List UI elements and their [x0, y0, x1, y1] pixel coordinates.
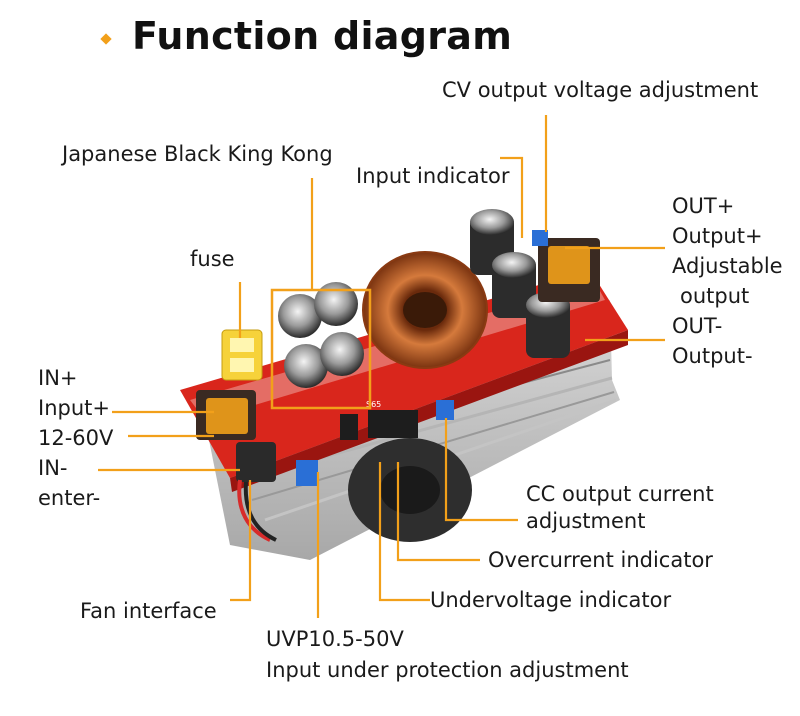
label-cv-adjust: CV output voltage adjustment [442, 78, 759, 102]
label-japanese-bkk: Japanese Black King Kong [62, 142, 333, 166]
label-voltage-range: 12-60V [38, 426, 114, 450]
label-out-plus: OUT+ [672, 194, 735, 218]
label-cc-adjust-1: CC output current [526, 482, 714, 506]
label-output: output [680, 284, 750, 308]
leader-fan [230, 480, 252, 602]
label-overcurrent: Overcurrent indicator [488, 548, 713, 572]
capacitor-group-right [470, 209, 570, 358]
title-group: Function diagram [100, 14, 513, 58]
label-out-minus: OUT- [672, 314, 723, 338]
label-output-plus: Output+ [672, 224, 763, 248]
label-uvp-2: Input under protection adjustment [266, 658, 629, 682]
fuse-component [221, 329, 263, 381]
ic-chip [368, 410, 418, 438]
cv-potentiometer [532, 230, 548, 246]
output-terminal [538, 238, 600, 302]
label-fuse: fuse [190, 247, 235, 271]
label-output-minus: Output- [672, 344, 753, 368]
label-in-plus: IN+ [38, 366, 78, 390]
board-marking: S65 [366, 400, 381, 409]
leader-cc-adjust [444, 418, 518, 522]
label-input-indicator: Input indicator [356, 164, 510, 188]
capacitor-group-left [278, 282, 364, 388]
leader-undervoltage [378, 462, 430, 602]
leader-lines [98, 115, 665, 618]
uvp-potentiometer [296, 460, 318, 486]
label-enter-minus: enter- [38, 486, 101, 510]
label-uvp-1: UVP10.5-50V [266, 627, 404, 651]
capacitor-highlight-box [270, 288, 372, 410]
page-title: Function diagram [132, 14, 513, 58]
label-undervoltage: Undervoltage indicator [430, 588, 672, 612]
inductor-coil [362, 251, 488, 369]
cc-potentiometer [436, 400, 454, 420]
label-cc-adjust-2: adjustment [526, 509, 646, 533]
label-in-minus: IN- [38, 456, 68, 480]
input-terminal [196, 390, 276, 482]
leader-input-indicator [500, 156, 524, 238]
transistor [340, 414, 358, 440]
label-input-plus: Input+ [38, 396, 110, 420]
label-adjustable: Adjustable [672, 254, 783, 278]
leader-overcurrent [396, 462, 480, 562]
label-fan-interface: Fan interface [80, 599, 217, 623]
